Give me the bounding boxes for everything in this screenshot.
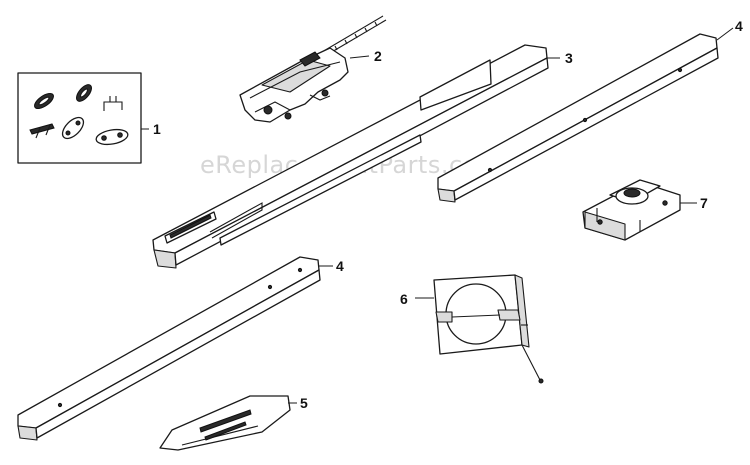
callout-1: 1 [153, 121, 161, 137]
callout-6: 6 [400, 291, 408, 307]
callout-3: 3 [565, 50, 573, 66]
part-6-mounting-plate[interactable]: 6 [400, 274, 544, 384]
callout-4-upper: 4 [735, 18, 743, 34]
part-2-trolley[interactable]: 2 [239, 15, 387, 123]
part-1-hardware-kit[interactable]: 1 [17, 72, 161, 164]
callout-2: 2 [374, 48, 382, 64]
part-4-upper-rail[interactable]: 4 [437, 18, 743, 203]
callout-7: 7 [700, 195, 708, 211]
part-5-warning-label[interactable]: 5 [159, 395, 308, 451]
part-3-rail-assembly[interactable]: 3 [152, 44, 573, 269]
callout-4-lower: 4 [336, 258, 344, 274]
callout-5: 5 [300, 395, 308, 411]
part-4-lower-rail[interactable]: 4 [17, 256, 344, 441]
rail-label [164, 211, 217, 244]
part-7-pulley-bracket[interactable]: 7 [582, 179, 708, 241]
